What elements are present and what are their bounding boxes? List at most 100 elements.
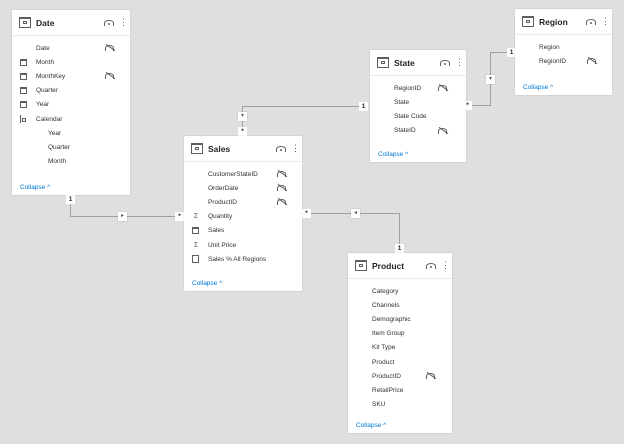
field-sku[interactable]: SKU <box>372 401 386 409</box>
collapse-link[interactable]: Collapse ^ <box>192 280 223 287</box>
cardinality-many-state-region: * <box>463 101 472 110</box>
filter-direction-arrow-region-state[interactable]: ▾ <box>486 75 495 84</box>
hidden-eye-icon <box>438 85 447 91</box>
more-options-icon[interactable]: ⋮ <box>291 143 300 153</box>
field-sales[interactable]: Sales <box>184 224 302 238</box>
hidden-eye-icon <box>277 199 286 206</box>
collapse-link[interactable]: Collapse ^ <box>356 422 387 429</box>
hidden-eye-icon <box>277 185 286 192</box>
table-card-sales[interactable]: Sales ⋮ CustomerStateID OrderDate Produc… <box>184 136 302 291</box>
sigma-icon: Σ <box>193 241 199 249</box>
calculated-measure-icon <box>192 255 199 264</box>
field-hierarchy-month[interactable]: Month <box>48 158 67 166</box>
hierarchy-icon <box>20 115 27 124</box>
sigma-icon: Σ <box>193 213 199 221</box>
field-hierarchy-year[interactable]: Year <box>48 129 62 137</box>
table-icon <box>19 17 31 28</box>
hidden-eye-icon <box>438 127 447 134</box>
field-stateid[interactable]: StateID <box>370 124 466 138</box>
calendar-column-icon <box>20 101 27 109</box>
hidden-eye-icon <box>277 171 286 177</box>
relationship-line-region-state[interactable] <box>490 52 515 53</box>
hidden-eye-icon <box>105 73 114 80</box>
table-header[interactable]: Region ⋮ <box>515 9 612 35</box>
cardinality-many-sales-date: * <box>175 212 184 221</box>
field-sales-pct-all-regions[interactable]: Sales % All Regions <box>184 252 302 266</box>
table-card-date[interactable]: Date ⋮ Date Month MonthKey Quarter Year … <box>12 10 130 195</box>
filter-direction-arrow-state-sales[interactable]: ▾ <box>238 112 247 121</box>
field-demographic[interactable]: Demographic <box>372 315 411 323</box>
relationship-line-region-state[interactable] <box>466 105 491 106</box>
hidden-eye-icon <box>105 45 114 51</box>
cardinality-one-product: 1 <box>395 244 404 253</box>
cardinality-many-sales-state: * <box>238 127 247 136</box>
table-icon <box>522 16 534 27</box>
table-header[interactable]: Sales ⋮ <box>184 136 302 162</box>
field-retailprice[interactable]: RetailPrice <box>372 386 404 394</box>
field-category[interactable]: Category <box>372 287 399 295</box>
field-regionid[interactable]: RegionID <box>370 81 466 95</box>
collapse-link[interactable]: Collapse ^ <box>523 84 554 91</box>
more-options-icon[interactable]: ⋮ <box>441 260 450 270</box>
field-regionid[interactable]: RegionID <box>515 54 612 68</box>
field-calendar-hierarchy[interactable]: Calendar <box>12 112 130 126</box>
field-channels[interactable]: Channels <box>372 301 400 309</box>
hidden-eye-icon <box>587 58 596 65</box>
table-title: Product <box>372 260 405 271</box>
filter-direction-arrow-product-sales[interactable]: ◂ <box>351 209 360 218</box>
table-title: Sales <box>208 143 231 154</box>
visibility-eye-icon[interactable] <box>104 19 114 26</box>
field-quarter[interactable]: Quarter <box>12 84 130 98</box>
relationship-line-product-sales[interactable] <box>399 213 400 253</box>
field-kit-type[interactable]: Kit Type <box>372 344 396 352</box>
more-options-icon[interactable]: ⋮ <box>455 57 464 67</box>
relationship-line-state-sales[interactable] <box>242 106 366 107</box>
field-customerstateid[interactable]: CustomerStateID <box>184 167 302 181</box>
more-options-icon[interactable]: ⋮ <box>601 16 610 26</box>
table-header[interactable]: Product ⋮ <box>348 253 452 279</box>
relationship-line-date-sales[interactable] <box>70 200 71 217</box>
field-product[interactable]: Product <box>372 358 395 366</box>
table-header[interactable]: State ⋮ <box>370 50 466 76</box>
filter-direction-arrow-date-sales[interactable]: ▸ <box>118 212 127 221</box>
field-region[interactable]: Region <box>539 43 560 51</box>
visibility-eye-icon[interactable] <box>440 59 450 66</box>
table-title: Date <box>36 17 55 28</box>
field-date[interactable]: Date <box>12 41 130 55</box>
field-productid[interactable]: ProductID <box>348 369 452 383</box>
more-options-icon[interactable]: ⋮ <box>119 17 128 27</box>
table-card-region[interactable]: Region ⋮ Region RegionID Collapse ^ <box>515 9 612 95</box>
collapse-link[interactable]: Collapse ^ <box>20 184 51 191</box>
field-productid[interactable]: ProductID <box>184 195 302 209</box>
hidden-eye-icon <box>426 373 435 380</box>
calendar-column-icon <box>20 58 27 66</box>
visibility-eye-icon[interactable] <box>586 18 596 25</box>
field-monthkey[interactable]: MonthKey <box>12 69 130 83</box>
calendar-column-icon <box>20 87 27 95</box>
table-header[interactable]: Date ⋮ <box>12 10 130 36</box>
calendar-column-icon <box>192 227 199 235</box>
visibility-eye-icon[interactable] <box>276 145 286 152</box>
table-card-product[interactable]: Product ⋮ Category Channels Demographic … <box>348 253 452 433</box>
table-card-state[interactable]: State ⋮ RegionID State State Code StateI… <box>370 50 466 162</box>
calendar-column-icon <box>20 72 27 80</box>
field-item-group[interactable]: Item Group <box>372 330 405 338</box>
field-state[interactable]: State <box>394 98 410 106</box>
field-state-code[interactable]: State Code <box>394 112 427 120</box>
cardinality-many-sales-product: * <box>302 209 311 218</box>
cardinality-one-state: 1 <box>359 102 368 111</box>
field-month[interactable]: Month <box>12 55 130 69</box>
field-hierarchy-quarter[interactable]: Quarter <box>48 143 71 151</box>
collapse-link[interactable]: Collapse ^ <box>378 151 409 158</box>
field-orderdate[interactable]: OrderDate <box>184 181 302 195</box>
table-title: Region <box>539 16 568 27</box>
relationship-line-state-sales[interactable] <box>242 106 243 136</box>
table-icon <box>377 57 389 68</box>
table-icon <box>191 143 203 154</box>
field-year[interactable]: Year <box>12 98 130 112</box>
table-icon <box>355 260 367 271</box>
visibility-eye-icon[interactable] <box>426 262 436 269</box>
cardinality-one-date: 1 <box>66 195 75 204</box>
